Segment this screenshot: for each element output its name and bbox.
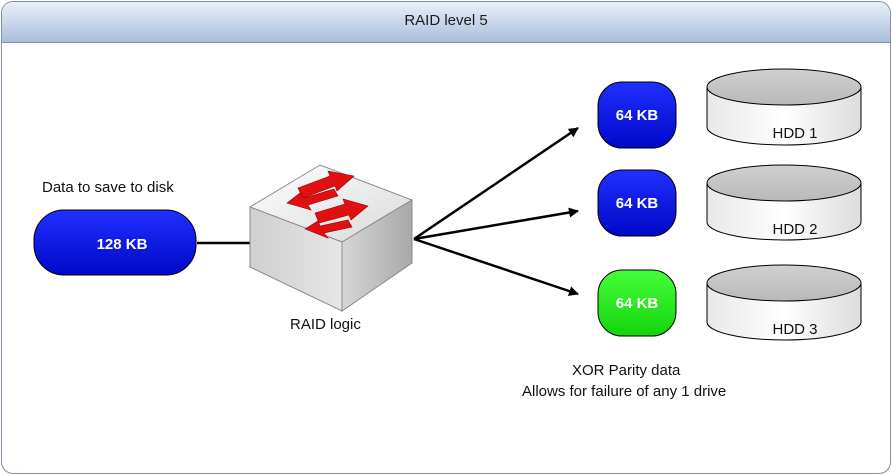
- hdd-label: HDD 3: [772, 321, 817, 338]
- parity-note-line-2: Allows for failure of any 1 drive: [522, 383, 727, 400]
- chunk-size-label: 64 KB: [616, 195, 659, 212]
- hdd-1-disk-icon: HDD 1: [706, 68, 862, 146]
- arrow-raid-to-chunk-3: [413, 237, 579, 296]
- hdd-label: HDD 1: [772, 125, 817, 142]
- chunk-3-parity: 64 KB: [597, 269, 677, 337]
- hdd-label: HDD 2: [772, 221, 817, 238]
- hdd-2-disk-icon: HDD 2: [706, 164, 862, 241]
- raid-logic-arrows-icon: [286, 170, 369, 239]
- arrow-raid-to-chunk-2: [413, 207, 579, 241]
- input-size-label: 128 KB: [97, 236, 148, 253]
- chunk-1: 64 KB: [597, 81, 677, 149]
- diagram-title: RAID level 5: [2, 2, 890, 43]
- raid-logic-label: RAID logic: [290, 316, 361, 333]
- hdd-3-disk-icon: HDD 3: [706, 264, 862, 341]
- input-caption: Data to save to disk: [42, 179, 174, 196]
- raid-logic-switch-icon: [248, 164, 414, 312]
- arrow-raid-to-chunk-1: [413, 126, 579, 241]
- chunk-2: 64 KB: [597, 169, 677, 237]
- chunk-size-label: 64 KB: [616, 295, 659, 312]
- input-data-block: 128 KB: [33, 209, 197, 276]
- parity-note-line-1: XOR Parity data: [572, 362, 681, 379]
- chunk-size-label: 64 KB: [616, 107, 659, 124]
